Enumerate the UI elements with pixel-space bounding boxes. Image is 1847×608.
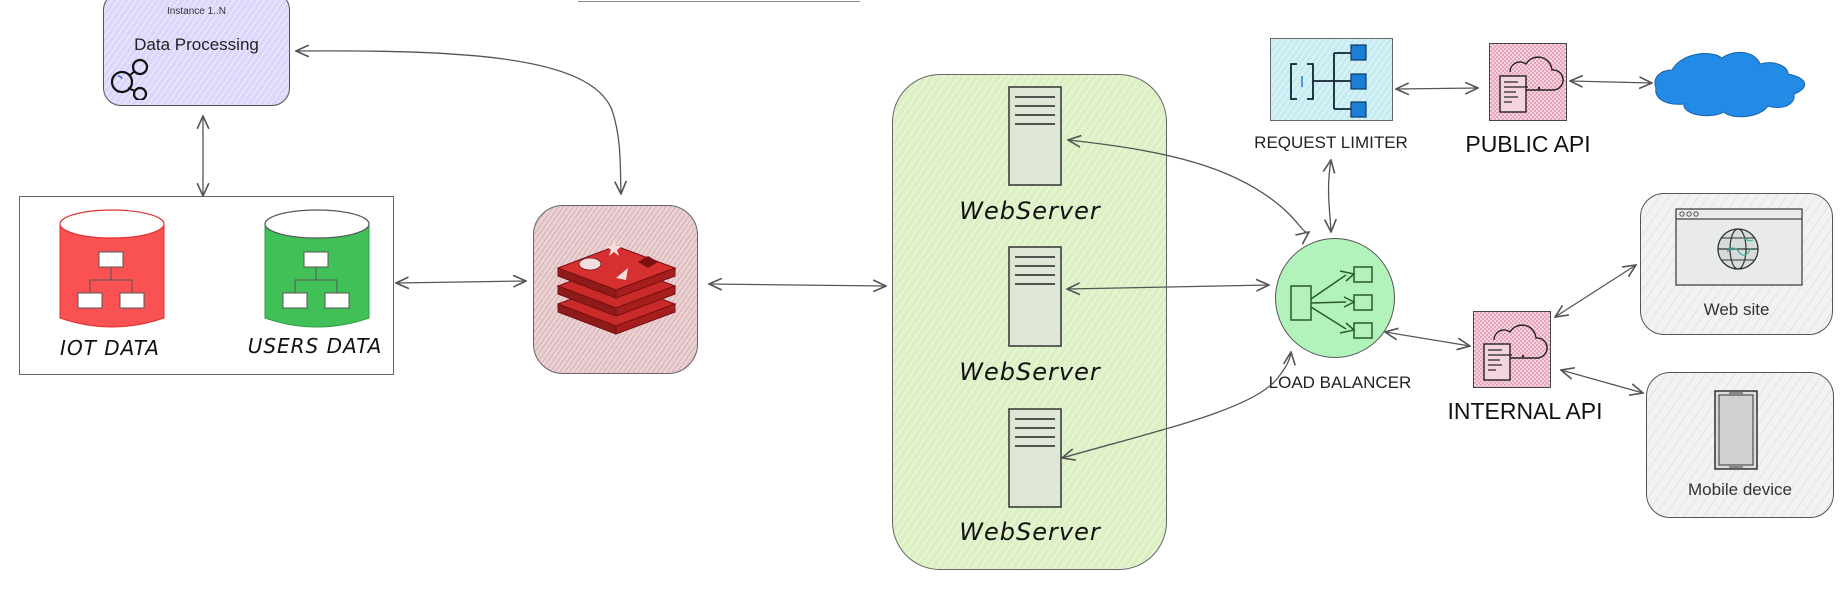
edge-lb-request-limiter[interactable] [1329, 160, 1331, 232]
mobile-label: Mobile device [1688, 480, 1792, 499]
users-data-node[interactable] [263, 208, 371, 333]
webserver-2-node[interactable] [1008, 246, 1062, 347]
edge-lb-internalapi[interactable] [1385, 332, 1470, 346]
internal-api-node[interactable] [1473, 311, 1551, 388]
iot-data-label: IOT DATA [60, 336, 160, 360]
browser-globe-icon [1675, 208, 1803, 286]
org-tree-icon [1290, 44, 1367, 118]
webserver-1-node[interactable] [1008, 86, 1062, 186]
server-icon [1008, 408, 1062, 508]
cache-node[interactable] [533, 205, 698, 374]
users-data-label: USERS DATA [247, 334, 383, 358]
webserver-3-label: WebServer [959, 518, 1101, 546]
redis-icon [556, 240, 677, 335]
edge-dataprocessing-cache[interactable] [296, 51, 621, 194]
cloud-document-icon [1483, 324, 1548, 381]
data-processing-node[interactable]: Instance 1..N Data Processing [103, 0, 290, 106]
server-icon [1008, 86, 1062, 186]
public-api-node[interactable] [1489, 43, 1567, 121]
database-icon [59, 209, 165, 328]
internal-api-label: INTERNAL API [1447, 398, 1603, 424]
request-limiter-node[interactable] [1270, 38, 1393, 121]
load-balancer-label: LOAD BALANCER [1268, 373, 1412, 392]
iot-data-node[interactable] [58, 208, 166, 333]
cluster-nodes-icon [110, 58, 149, 100]
edge-internalapi-mobile[interactable] [1561, 370, 1643, 393]
cloud-icon [1654, 51, 1805, 118]
edge-lb-webserver-2[interactable] [1067, 285, 1269, 289]
website-node[interactable]: Web site [1640, 193, 1833, 335]
request-limiter-label: REQUEST LIMITER [1254, 133, 1408, 152]
edge-lb-webserver-1[interactable] [1068, 140, 1309, 233]
edge-limiter-publicapi[interactable] [1396, 88, 1478, 89]
data-processing-label: Data Processing [134, 35, 259, 54]
instance-caption: Instance 1..N [167, 6, 226, 17]
smartphone-icon [1714, 390, 1758, 470]
edge-publicapi-internet[interactable] [1570, 81, 1652, 83]
internet-node[interactable] [1652, 48, 1812, 122]
webserver-3-node[interactable] [1008, 408, 1062, 508]
webserver-1-label: WebServer [959, 197, 1101, 225]
database-icon [264, 209, 370, 328]
website-label: Web site [1703, 300, 1770, 319]
load-balancer-node[interactable] [1275, 238, 1395, 358]
edge-databases-cache[interactable] [396, 281, 526, 283]
webserver-2-label: WebServer [959, 358, 1101, 386]
edge-cache-webservers[interactable] [709, 284, 886, 286]
load-balancer-icon [1290, 266, 1373, 339]
offscreen-shape-edge [578, 0, 860, 2]
mobile-node[interactable]: Mobile device [1646, 372, 1834, 518]
cloud-document-icon [1499, 56, 1564, 113]
edge-lb-webserver-3[interactable] [1062, 352, 1291, 458]
edge-internalapi-website[interactable] [1555, 265, 1636, 317]
public-api-label: PUBLIC API [1465, 131, 1591, 157]
server-icon [1008, 246, 1062, 347]
